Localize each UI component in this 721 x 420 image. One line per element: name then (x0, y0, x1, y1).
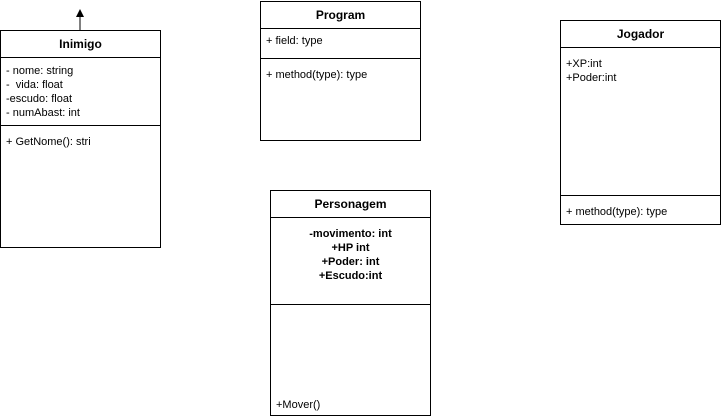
method: +Mover() (276, 399, 321, 411)
class-jogador[interactable]: Jogador +XP:int +Poder:int + method(type… (560, 20, 721, 225)
class-personagem[interactable]: Personagem -movimento: int +HP int +Pode… (270, 190, 431, 416)
method: + method(type): type (266, 69, 368, 81)
class-personagem-title: Personagem (271, 191, 430, 218)
attribute: -escudo: float (6, 93, 73, 105)
attribute: +HP int (331, 242, 370, 254)
class-program-attributes: + field: type (261, 34, 420, 48)
attribute: +Escudo:int (318, 270, 383, 282)
attribute: +XP:int (566, 58, 602, 70)
class-jogador-attributes: +XP:int +Poder:int (561, 57, 720, 85)
class-personagem-methods: +Mover() (271, 398, 430, 412)
attribute: +Poder:int (566, 72, 617, 84)
divider (261, 58, 420, 59)
class-jogador-title: Jogador (561, 21, 720, 48)
attribute: - nome: string (6, 65, 74, 77)
divider (561, 195, 720, 196)
class-program-title: Program (261, 2, 420, 29)
class-inimigo-methods: + GetNome(): stri (1, 135, 160, 149)
class-program-methods: + method(type): type (261, 68, 420, 82)
method: + GetNome(): stri (6, 136, 91, 148)
class-program[interactable]: Program + field: type + method(type): ty… (260, 1, 421, 141)
attribute: - numAbast: int (6, 107, 80, 119)
attribute: -movimento: int (309, 228, 392, 240)
class-jogador-methods: + method(type): type (561, 205, 720, 219)
class-inimigo-attributes: - nome: string - vida: float -escudo: fl… (1, 64, 160, 120)
method: + method(type): type (566, 206, 668, 218)
class-personagem-attributes: -movimento: int +HP int +Poder: int +Esc… (271, 227, 430, 283)
class-inimigo[interactable]: Inimigo - nome: string - vida: float -es… (0, 30, 161, 248)
divider (271, 304, 430, 305)
attribute: +Poder: int (321, 256, 380, 268)
divider (1, 125, 160, 126)
attribute: + field: type (266, 35, 323, 47)
class-inimigo-title: Inimigo (1, 31, 160, 58)
attribute: - vida: float (6, 79, 63, 91)
